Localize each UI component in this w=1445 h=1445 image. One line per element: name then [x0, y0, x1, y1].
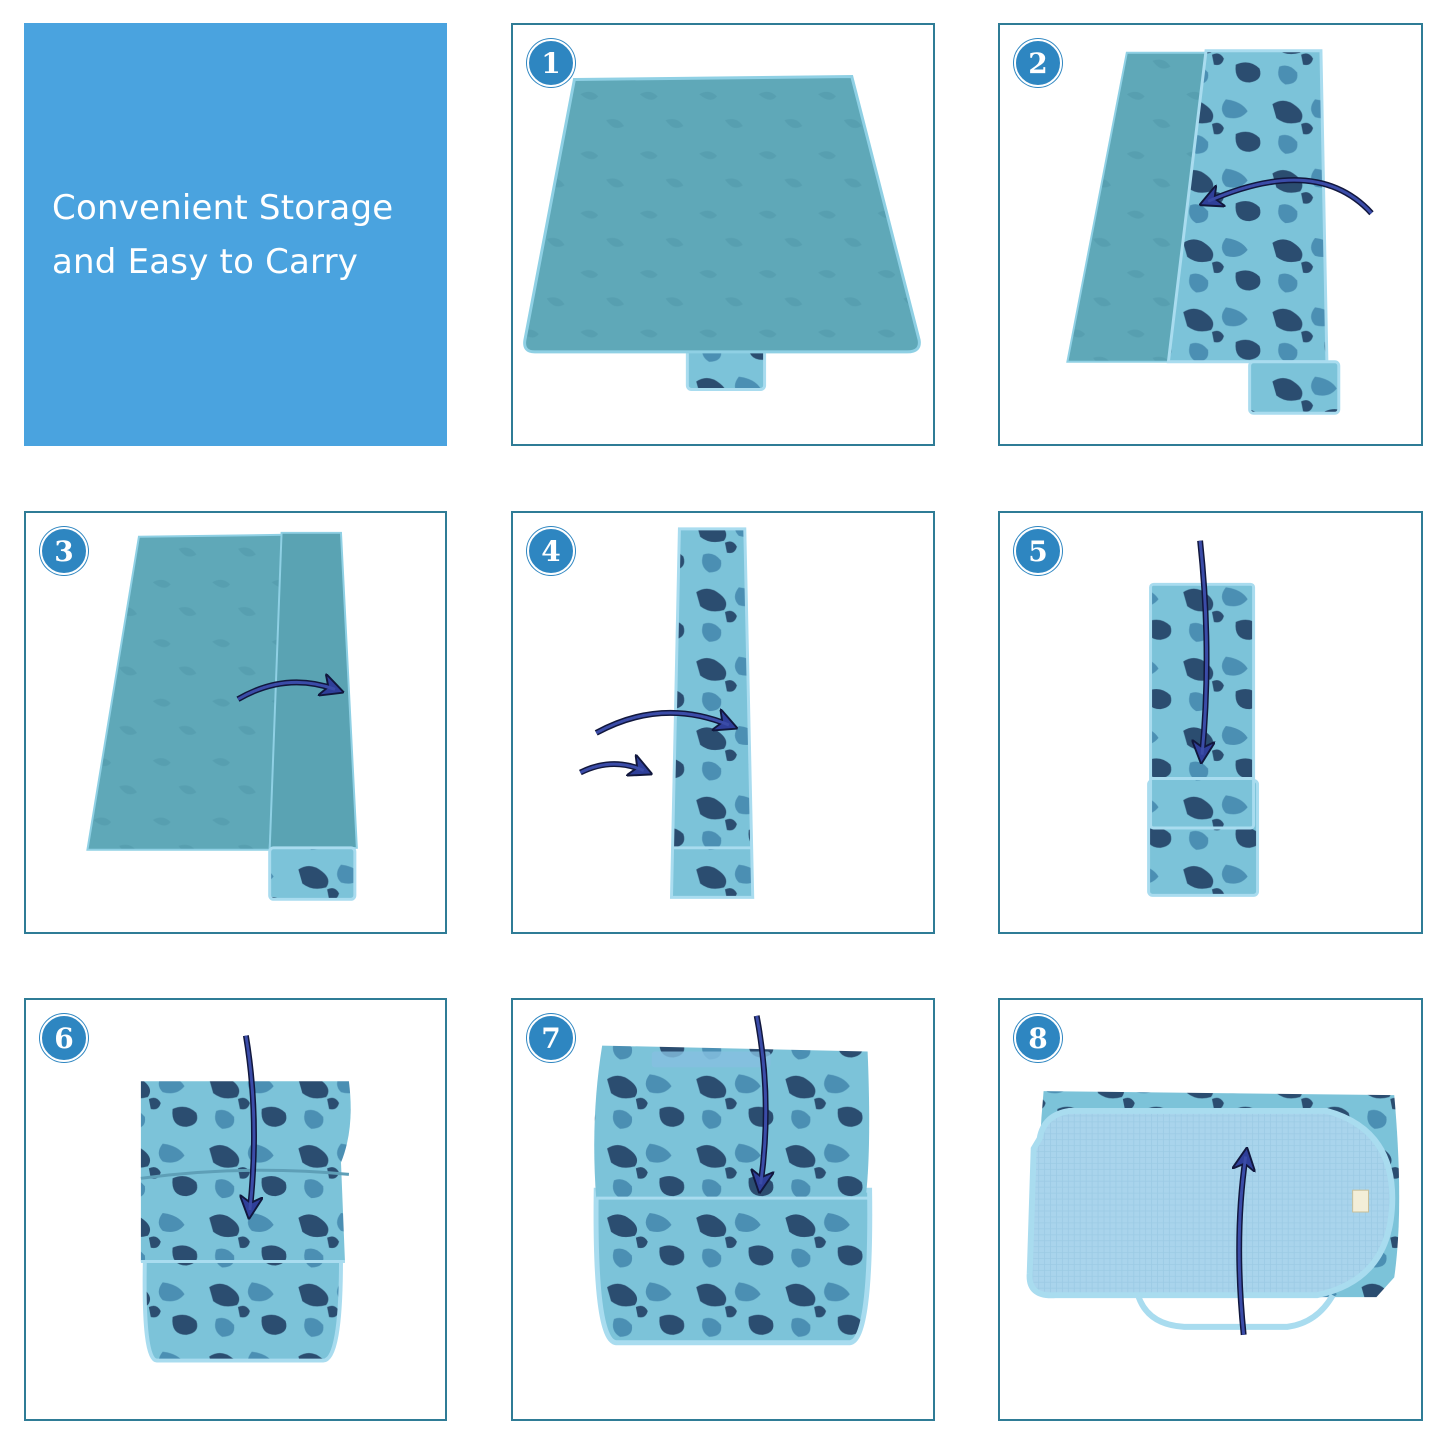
step-7-illustration — [593, 1015, 873, 1346]
step-4-illustration — [579, 527, 755, 899]
step-2-panel: 2 — [998, 23, 1423, 446]
title-line-1: Convenient Storage — [52, 187, 394, 228]
step-4-panel: 4 — [511, 511, 935, 934]
step-8-badge: 8 — [1014, 1014, 1062, 1062]
step-5-illustration — [1147, 540, 1260, 897]
step-6-badge: 6 — [40, 1014, 88, 1062]
step-1-panel: 1 — [511, 23, 935, 446]
step-5-badge: 5 — [1014, 527, 1062, 575]
step-7-badge: 7 — [527, 1014, 575, 1062]
step-2-illustration — [1066, 49, 1374, 415]
step-3-badge: 3 — [40, 527, 88, 575]
step-7-panel: 7 — [511, 998, 935, 1421]
step-2-badge: 2 — [1014, 39, 1062, 87]
title-line-2: and Easy to Carry — [52, 241, 359, 282]
step-8-panel: 8 — [998, 998, 1423, 1421]
step-6-panel: 6 — [24, 998, 447, 1421]
step-6-illustration — [140, 1035, 351, 1363]
step-1-badge: 1 — [527, 39, 575, 87]
step-3-panel: 3 — [24, 511, 447, 934]
step-5-panel: 5 — [998, 511, 1423, 934]
step-8-illustration — [1026, 1091, 1400, 1336]
step-4-badge: 4 — [527, 527, 575, 575]
title-panel: Convenient Storage and Easy to Carry — [24, 23, 447, 446]
step-3-illustration — [86, 531, 358, 901]
step-1-illustration — [523, 75, 921, 392]
